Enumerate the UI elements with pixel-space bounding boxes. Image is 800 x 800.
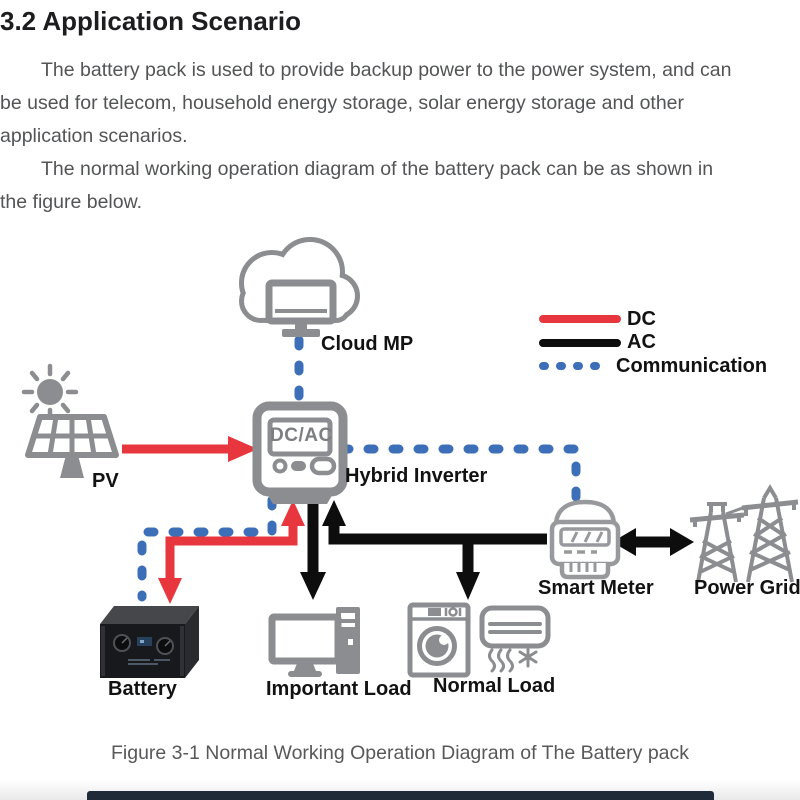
label-power-grid: Power Grid: [694, 577, 800, 599]
legend-label-ac: AC: [627, 331, 656, 353]
heat-waves-icon: [488, 648, 514, 673]
sun-icon: [21, 363, 79, 421]
next-page-top-bar: [87, 791, 714, 800]
washing-machine-icon: [407, 602, 471, 678]
paragraph-line: The normal working operation diagram of …: [41, 158, 714, 180]
battery-icon: [100, 606, 199, 678]
monitor-icon: [265, 279, 337, 337]
power-grid-icon: [689, 484, 799, 583]
smart-meter-icon: [549, 499, 621, 580]
paragraph-line: the figure below.: [0, 191, 143, 213]
label-pv: PV: [92, 470, 119, 492]
dc-arrow-inverter-battery: [158, 500, 305, 604]
section-heading: 3.2 Application Scenario: [0, 6, 302, 36]
label-battery: Battery: [108, 678, 177, 700]
inverter-icon: [252, 401, 348, 504]
paragraph-line: be used for telecom, household energy st…: [0, 92, 685, 114]
dc-arrow-pv-inverter: [122, 436, 258, 462]
snowflake-icon: [518, 646, 538, 668]
ac-line-meter-inverter: [322, 500, 547, 600]
label-normal-load: Normal Load: [433, 675, 556, 697]
inverter-screen-text: DC/AC: [270, 425, 333, 446]
air-conditioner-icon: [479, 605, 551, 673]
solar-panel-icon: [25, 414, 119, 478]
label-cloud-mp: Cloud MP: [321, 333, 414, 355]
legend-label-communication: Communication: [616, 355, 768, 377]
ac-arrow-inverter-important-load: [300, 495, 326, 600]
comm-line-inverter-meter: [338, 444, 581, 506]
label-hybrid-inverter: Hybrid Inverter: [345, 465, 488, 487]
comm-line-inverter-battery: [137, 495, 277, 602]
figure-caption: Figure 3-1 Normal Working Operation Diag…: [110, 742, 690, 764]
ac-arrow-meter-grid: [612, 528, 694, 556]
cloud-icon: [239, 237, 360, 337]
legend-label-dc: DC: [627, 308, 656, 330]
label-important-load: Important Load: [266, 678, 412, 700]
paragraph-line: The battery pack is used to provide back…: [41, 59, 732, 81]
computer-icon: [268, 607, 360, 677]
label-smart-meter: Smart Meter: [538, 577, 654, 599]
paragraph-line: application scenarios.: [0, 125, 188, 147]
